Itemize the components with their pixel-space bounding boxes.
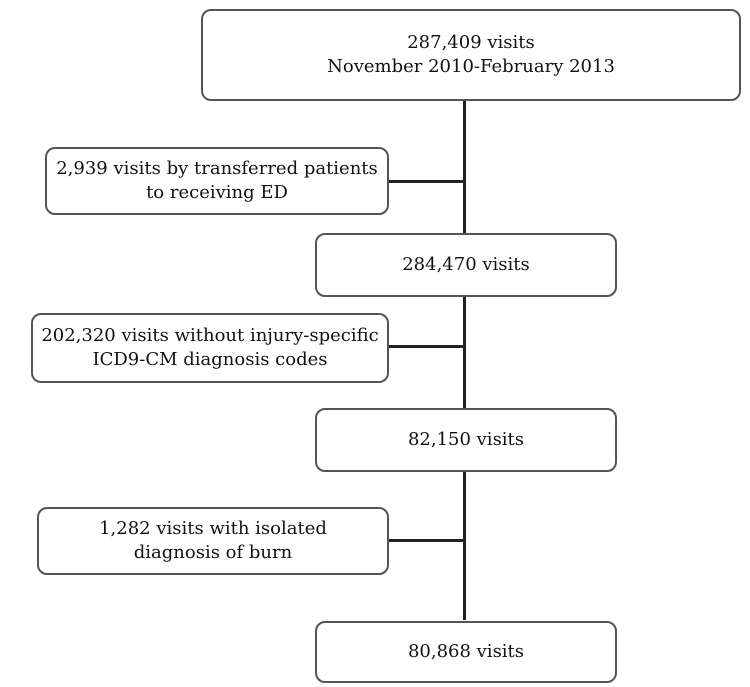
step3-visits-box: 82,150 visits — [315, 408, 617, 472]
excluded-burn-line2: diagnosis of burn — [133, 542, 293, 563]
excluded-no-injury-line2: ICD9-CM diagnosis codes — [92, 349, 328, 370]
total-visits-count: 287,409 visits — [407, 32, 535, 53]
final-visits-box: 80,868 visits — [315, 621, 617, 683]
step2-visits-count: 284,470 visits — [402, 254, 530, 275]
step3-visits-count: 82,150 visits — [407, 429, 525, 450]
final-visits-count: 80,868 visits — [407, 641, 525, 662]
main-flow-line — [463, 100, 466, 620]
excluded-transferred-line2: to receiving ED — [146, 182, 288, 203]
excluded-no-injury-box: 202,320 visits without injury-specific I… — [31, 313, 389, 383]
connector-no-injury — [387, 345, 465, 348]
study-period: November 2010-February 2013 — [327, 56, 615, 77]
connector-burn — [387, 539, 465, 542]
excluded-transferred-line1: 2,939 visits by transferred patients — [56, 158, 378, 179]
step2-visits-box: 284,470 visits — [315, 233, 617, 297]
excluded-burn-line1: 1,282 visits with isolated — [99, 518, 327, 539]
connector-transferred — [387, 180, 465, 183]
excluded-transferred-box: 2,939 visits by transferred patients to … — [45, 147, 389, 215]
excluded-no-injury-line1: 202,320 visits without injury-specific — [41, 325, 379, 346]
excluded-burn-box: 1,282 visits with isolated diagnosis of … — [37, 507, 389, 575]
total-visits-box: 287,409 visits November 2010-February 20… — [201, 9, 741, 101]
